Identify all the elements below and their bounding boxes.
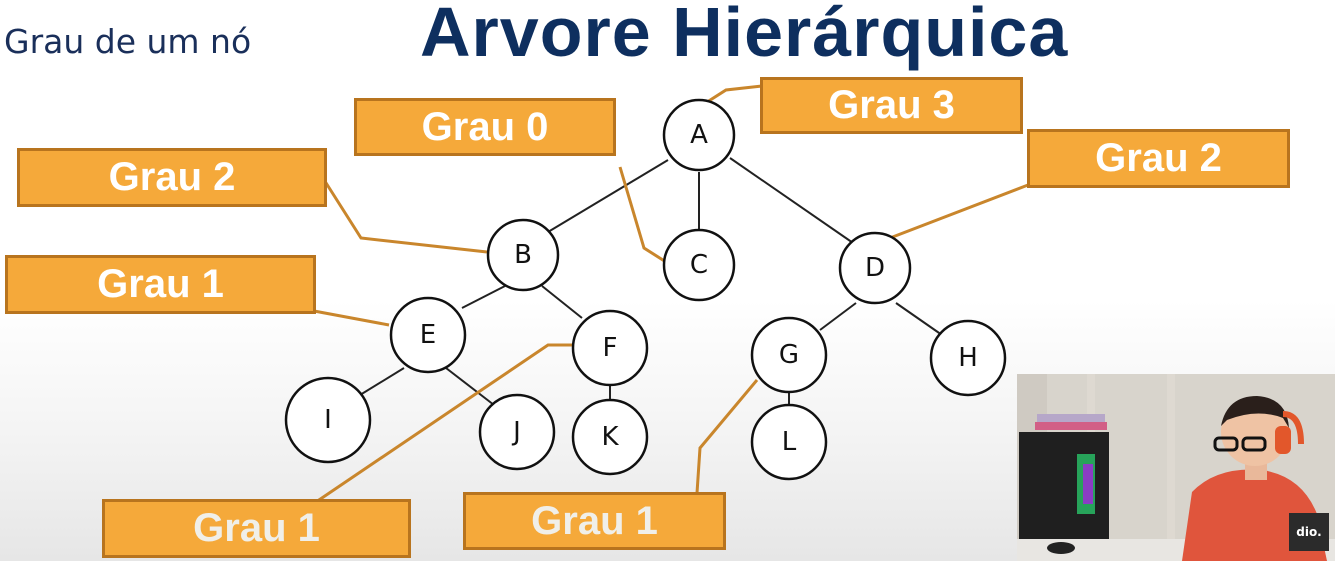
node-i-circle [284, 376, 372, 464]
subtitle: Grau de um nó [4, 22, 252, 61]
node-a-label: A [690, 120, 708, 150]
node-c-label: C [690, 250, 708, 280]
edge-e-j [445, 367, 495, 406]
node-f-label: F [603, 333, 618, 363]
callout-grau-2-d: Grau 2 [1027, 129, 1290, 188]
node-b-circle [486, 218, 560, 292]
edge-b-f [541, 285, 583, 319]
edge-a-d [729, 157, 857, 246]
leader-grau-2-right [889, 183, 1029, 240]
node-g-circle [750, 316, 828, 394]
callout-grau-1-f: Grau 1 [102, 499, 411, 558]
edge-a-b [547, 159, 669, 233]
presenter-video-icon [1017, 374, 1335, 561]
node-e-circle [389, 296, 467, 374]
tree-edges [359, 157, 943, 406]
node-g-label: G [779, 340, 799, 370]
node-j-label: J [511, 417, 521, 447]
node-d-label: D [865, 253, 885, 283]
callout-grau-0: Grau 0 [354, 98, 616, 156]
leader-lines [313, 84, 1029, 504]
node-h-label: H [958, 343, 978, 373]
leader-grau-3 [703, 84, 763, 106]
callout-grau-3: Grau 3 [760, 77, 1023, 134]
node-k-circle [571, 398, 649, 476]
leader-grau-2-left [319, 174, 488, 254]
leader-grau-1-g [695, 379, 759, 494]
leader-grau-0 [618, 166, 667, 264]
edge-d-g [819, 302, 857, 331]
edge-d-h [895, 302, 943, 336]
brand-logo: dio. [1289, 513, 1329, 551]
node-k-label: K [601, 422, 619, 452]
node-a-circle [662, 98, 736, 172]
node-f-circle [571, 309, 649, 387]
page-title: Arvore Hierárquica [420, 0, 1069, 71]
node-l-circle [750, 403, 828, 481]
node-d-circle [838, 231, 912, 305]
node-b-label: B [514, 240, 532, 270]
webcam-overlay: dio. [1017, 374, 1335, 561]
node-e-label: E [420, 320, 436, 350]
edge-b-e [461, 285, 506, 309]
edge-e-i [359, 367, 405, 396]
node-i-label: I [324, 405, 332, 435]
node-l-label: L [782, 427, 797, 457]
node-h-circle [929, 319, 1007, 397]
leader-grau-1-f [315, 343, 573, 504]
callout-grau-1-e: Grau 1 [5, 255, 316, 314]
node-c-circle [662, 228, 736, 302]
node-j-circle [478, 393, 556, 471]
callout-grau-2-b: Grau 2 [17, 148, 327, 207]
leader-grau-1-e [313, 309, 390, 327]
callout-grau-1-g: Grau 1 [463, 492, 726, 550]
